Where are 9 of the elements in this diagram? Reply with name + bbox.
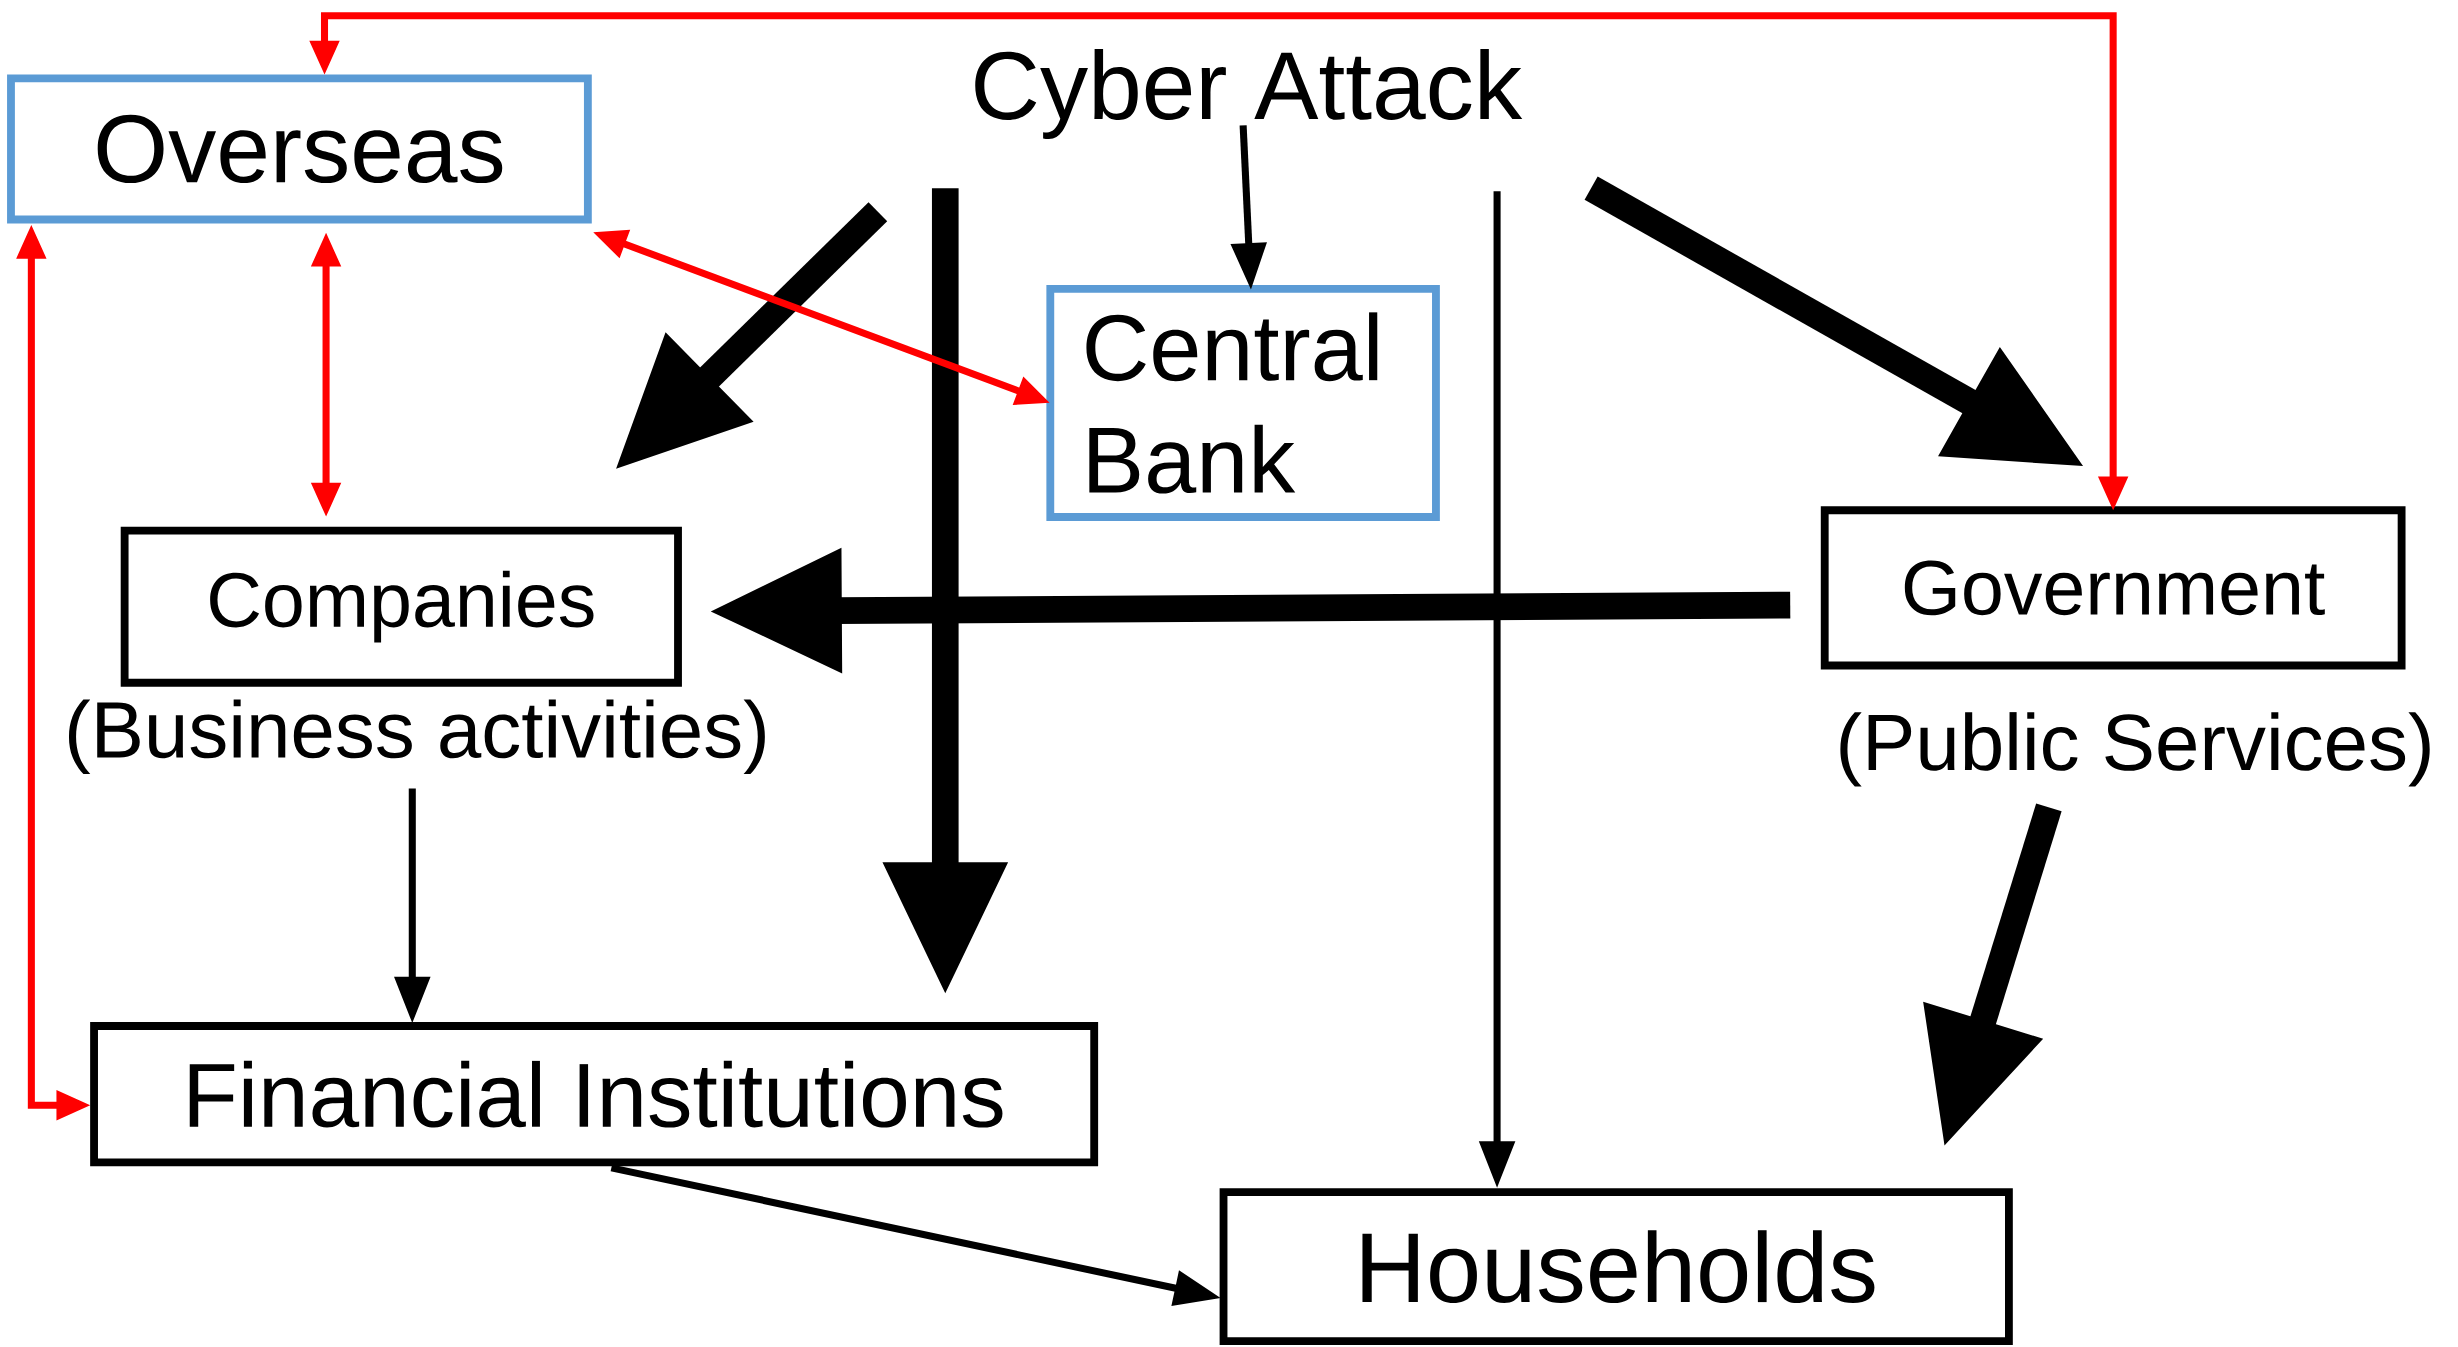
node-label: (Business activities) [69,699,765,775]
box: Companies [120,526,682,687]
heading-text: Cyber Attack [975,49,1523,140]
box: Central Bank [1046,285,1440,522]
box: Financial Institutions [90,1022,1099,1167]
box: Government [1820,506,2406,670]
box: Overseas [7,74,592,224]
node-label: (Public Services) [1840,712,2430,787]
box: Households [1219,1188,2013,1346]
